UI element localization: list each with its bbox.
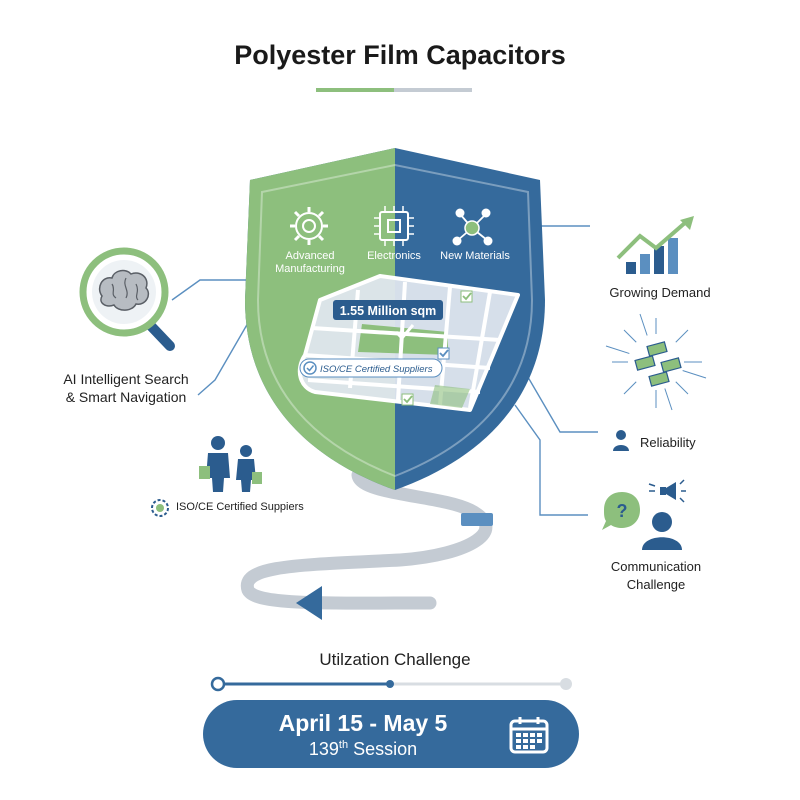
title-underline	[316, 88, 472, 92]
capacitor-components-icon	[605, 313, 707, 411]
session-banner[interactable]: April 15 - May 5 139th Session	[203, 700, 579, 768]
category-electronics: Electronics	[367, 250, 421, 262]
certified-suppliers-label: ISO/CE Certified Suppiers	[176, 501, 304, 513]
communication-challenge-label: Communication Challenge	[610, 559, 702, 592]
reliability-label: Reliability	[640, 435, 696, 450]
page-title: Polyester Film Capacitors	[234, 40, 566, 70]
magnifier-brain-icon	[79, 247, 175, 351]
calendar-icon	[509, 717, 549, 754]
person-icon	[613, 430, 629, 451]
session-number: 139th Session	[308, 739, 418, 759]
check-icon	[394, 324, 415, 341]
svg-text:?: ?	[617, 501, 628, 521]
gear-icon	[290, 207, 328, 245]
badge-check-icon	[303, 361, 317, 375]
area-badge-bg	[333, 300, 443, 320]
ai-search-label: AI Intelligent Search & Smart Navigation	[63, 371, 189, 405]
certified-badge-bg	[299, 358, 443, 378]
session-dates: April 15 - May 5	[278, 710, 448, 736]
arrow-left-icon	[296, 586, 322, 620]
shoppers-icon	[199, 436, 262, 492]
connector-lines	[171, 225, 598, 516]
category-new-materials: New Materials	[440, 250, 510, 262]
hose-connector	[461, 513, 493, 526]
progress-timeline	[210, 676, 572, 692]
checkbox-icon	[401, 290, 473, 406]
utilization-challenge-label: Utilzation Challenge	[319, 650, 471, 669]
hose-pipe	[240, 468, 493, 610]
certified-badge: ISO/CE Certified Suppliers	[320, 364, 433, 375]
molecule-icon	[452, 208, 493, 246]
megaphone-icon	[648, 479, 686, 503]
question-bubble-icon: ?	[602, 492, 640, 530]
category-advanced-manufacturing: Advanced Manufacturing	[275, 250, 345, 275]
user-icon	[642, 512, 682, 550]
growing-demand-label: Growing Demand	[609, 285, 711, 300]
chip-icon	[374, 206, 414, 246]
certified-seal-icon	[151, 499, 169, 517]
growth-chart-icon	[616, 216, 694, 274]
area-badge: 1.55 Million sqm	[340, 304, 437, 318]
